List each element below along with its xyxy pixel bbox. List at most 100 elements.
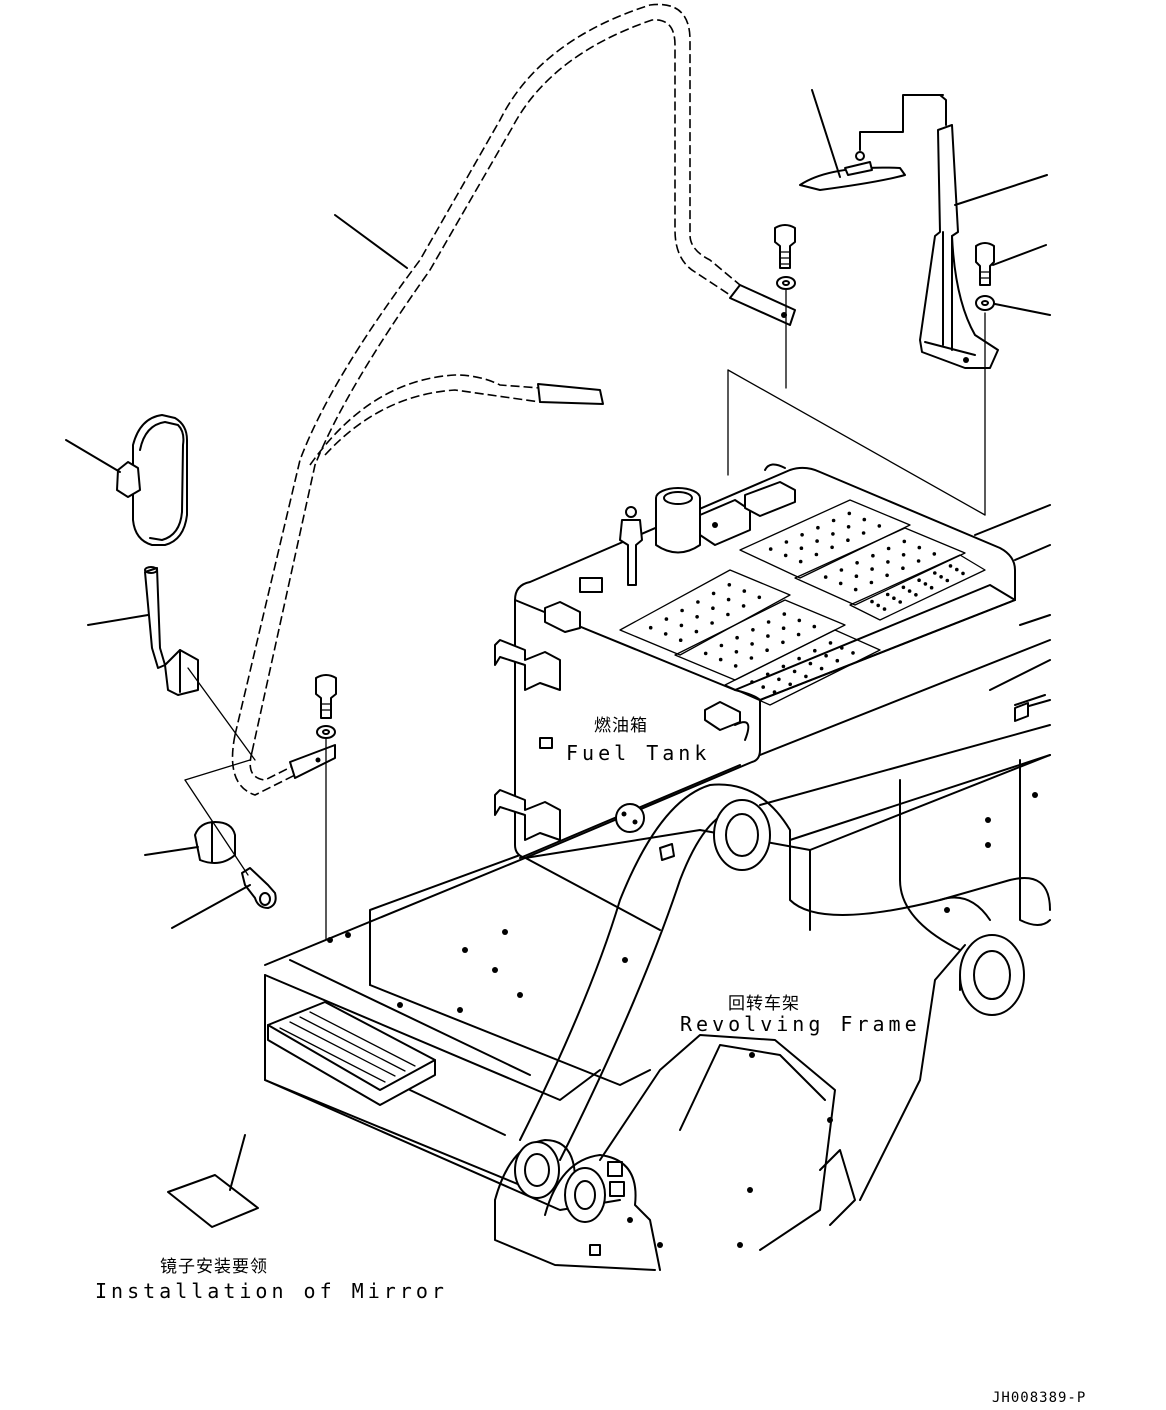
perforation-dot <box>727 583 732 587</box>
mirror-icon <box>116 414 188 546</box>
perforation-dot <box>831 518 836 523</box>
perforation-dot <box>678 638 683 642</box>
perforation-dot <box>871 553 875 558</box>
washer-icon <box>316 276 995 739</box>
perforation-dot <box>901 585 906 590</box>
perforation-dot <box>800 533 804 537</box>
perforation-dot <box>901 553 906 557</box>
perforation-dot <box>870 599 874 604</box>
frame-label-en: Revolving Frame <box>680 1012 921 1036</box>
perforation-dot <box>882 607 887 611</box>
perforation-dot <box>839 568 844 572</box>
clamp-icon <box>164 649 277 909</box>
perforation-dot <box>718 657 723 662</box>
perforation-dot <box>933 571 937 575</box>
perforation-dot <box>916 559 921 563</box>
perforation-dot <box>948 564 953 568</box>
perforation-dot <box>766 620 771 624</box>
perforation-dot <box>751 628 755 632</box>
install-label-en: Installation of Mirror <box>95 1279 448 1303</box>
perforation-dot <box>939 575 943 579</box>
perforation-dot <box>898 600 902 604</box>
perforation-dot <box>680 608 684 613</box>
perforation-dot <box>804 674 808 679</box>
drawing-code: JH008389-P <box>992 1390 1087 1406</box>
perforation-dot <box>777 677 781 682</box>
perforation-dot <box>902 539 907 544</box>
perforation-dot <box>703 651 708 656</box>
perforation-dot <box>798 559 803 564</box>
perforation-dot <box>831 532 835 536</box>
perforation-dot <box>877 524 882 528</box>
perforation-dot <box>782 612 787 616</box>
perforation-dot <box>711 591 716 596</box>
perforation-dot <box>765 672 770 677</box>
perforation-dot <box>710 621 714 625</box>
perforation-dot <box>945 578 950 583</box>
perforation-dot <box>851 651 855 655</box>
perforation-dot <box>788 682 792 687</box>
fuel-tank <box>494 463 1051 861</box>
perforation-dot <box>808 661 813 666</box>
perforation-dot <box>749 656 754 660</box>
perforation-dot <box>696 600 700 604</box>
assembly-lines <box>184 289 986 941</box>
bolt-icon <box>315 224 995 719</box>
perforation-dot <box>828 641 833 645</box>
perforation-dot <box>783 553 788 558</box>
perforation-dot <box>846 538 850 542</box>
frame-edge-right <box>974 504 1051 722</box>
perforation-dot <box>726 597 731 602</box>
perforation-dot <box>765 648 769 652</box>
perforation-dot <box>901 566 905 570</box>
perforation-dot <box>726 612 730 617</box>
perforation-dot <box>796 632 801 637</box>
perforation-dot <box>741 604 746 608</box>
perforation-dot <box>846 525 851 529</box>
perforation-dot <box>955 567 959 572</box>
perforation-dot <box>892 596 896 600</box>
perforation-dot <box>799 546 804 550</box>
perforation-dot <box>923 582 928 586</box>
perforation-dot <box>861 531 866 535</box>
perforation-dot <box>781 664 786 669</box>
reflector-icon <box>799 94 944 191</box>
perforation-dot <box>781 640 785 645</box>
perforation-dot <box>862 517 867 522</box>
perforation-dot <box>853 587 858 592</box>
perforation-dot <box>695 615 699 619</box>
perforation-dot <box>734 650 739 654</box>
perforation-dot <box>797 618 802 623</box>
perforation-dot <box>813 648 817 653</box>
perforation-dot <box>768 547 773 551</box>
deck-perforations <box>648 511 965 694</box>
perforation-dot <box>757 595 762 600</box>
perforation-dot <box>733 664 738 668</box>
perforation-dot <box>815 539 819 543</box>
perforation-dot <box>812 624 817 629</box>
handrail-icon <box>231 3 796 796</box>
perforation-dot <box>961 571 965 576</box>
perforation-dot <box>792 669 797 674</box>
perforation-dot <box>816 525 820 530</box>
perforation-dot <box>917 545 922 550</box>
perforation-dot <box>719 643 724 648</box>
perforation-dot <box>835 658 840 663</box>
perforation-dot <box>663 632 668 636</box>
perforation-dot <box>781 626 786 630</box>
perforation-dot <box>914 593 918 597</box>
perforation-dot <box>814 552 819 557</box>
perforation-dot <box>870 567 874 571</box>
perforation-dot <box>735 635 739 640</box>
instruction-sheet-icon <box>167 1134 259 1228</box>
perforation-dot <box>761 685 765 689</box>
stay-bracket-icon <box>919 94 999 369</box>
perforation-dot <box>847 511 852 516</box>
frame-label-cn: 回转车架 <box>728 994 800 1014</box>
perforation-dot <box>664 617 669 621</box>
perforation-dot <box>907 589 912 593</box>
perforation-dot <box>917 578 921 582</box>
perforation-dot <box>648 625 653 630</box>
perforation-dot <box>750 680 754 684</box>
